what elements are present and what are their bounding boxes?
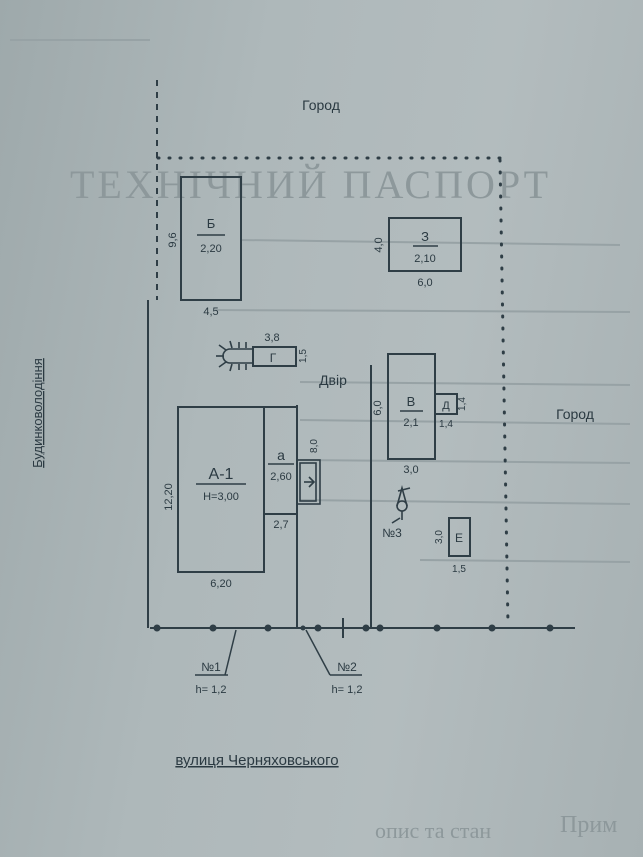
ghost-footer-right: Прим xyxy=(560,812,617,838)
gate-1-label: №1 xyxy=(201,660,221,674)
building-b-depth: 9,6 xyxy=(167,232,179,247)
building-d-width: 1,4 xyxy=(439,419,453,430)
building-b-outline xyxy=(180,176,242,301)
building-z-width: 6,0 xyxy=(417,277,432,289)
gate-1-height: h= 1,2 xyxy=(196,684,227,696)
building-d-outline xyxy=(434,393,458,415)
building-a1: А-1 Н=3,00 6,20 12,20 xyxy=(163,406,265,590)
building-v-width: 3,0 xyxy=(403,464,418,476)
building-e-width: 1,5 xyxy=(452,564,466,575)
yard-label: Двір xyxy=(319,372,347,388)
building-z-area: 2,10 xyxy=(414,253,435,265)
building-a1-height: Н=3,00 xyxy=(203,491,239,503)
building-a1-depth: 12,20 xyxy=(163,483,175,511)
building-b-area: 2,20 xyxy=(200,243,221,255)
building-e-outline xyxy=(448,517,471,557)
neighbor-property-label: Будинковолодіння xyxy=(30,358,45,468)
ghost-title: ТЕХНІЧНИЙ ПАСПОРТ xyxy=(70,162,551,207)
building-b-width: 4,5 xyxy=(203,306,218,318)
building-e-name: Е xyxy=(455,531,463,545)
gate-2-label: №2 xyxy=(337,660,357,674)
ghost-lines xyxy=(10,39,631,563)
well-label: №3 xyxy=(382,526,402,540)
building-v: В 2,1 3,0 6,0 xyxy=(372,353,436,476)
building-d: Д 1,4 1,4 xyxy=(434,393,468,430)
building-v-name: В xyxy=(407,394,416,409)
garden-right-label: Город xyxy=(556,406,594,422)
building-z: З 2,10 6,0 4,0 xyxy=(373,217,462,289)
building-v-depth: 6,0 xyxy=(372,400,384,415)
bush-icon xyxy=(216,340,253,372)
building-g-outline xyxy=(252,346,297,367)
extension-a-name: а xyxy=(277,447,285,463)
ghost-footer-left: опис та стан xyxy=(375,818,491,843)
building-g: Г 3,8 1,5 xyxy=(216,332,309,372)
gate-2: №2 h= 1,2 xyxy=(305,629,363,696)
building-z-outline xyxy=(388,217,462,272)
building-d-depth: 1,4 xyxy=(457,397,468,411)
building-g-depth: 1,5 xyxy=(298,349,309,363)
extension-a: а 2,60 2,7 8,0 xyxy=(264,406,321,531)
building-g-name: Г xyxy=(270,351,277,365)
building-a1-outline xyxy=(177,406,265,573)
building-v-area: 2,1 xyxy=(403,417,418,429)
building-d-name: Д xyxy=(442,400,450,412)
building-z-depth: 4,0 xyxy=(373,237,385,252)
well-icon xyxy=(391,485,411,524)
right-boundary-dotted xyxy=(498,158,510,627)
extension-a-depth: 8,0 xyxy=(309,439,320,453)
building-e: Е 1,5 3,0 xyxy=(434,517,471,575)
building-b: Б 2,20 4,5 9,6 xyxy=(167,176,242,318)
building-e-depth: 3,0 xyxy=(434,530,445,544)
extension-a-width: 2,7 xyxy=(273,519,288,531)
gate-2-height: h= 1,2 xyxy=(332,684,363,696)
garden-top-label: Город xyxy=(302,97,340,113)
building-z-name: З xyxy=(421,229,429,244)
building-g-width: 3,8 xyxy=(264,332,279,344)
well: №3 xyxy=(382,485,411,540)
street-label: вулиця Черняховського xyxy=(175,752,338,769)
porch-icon xyxy=(296,459,321,505)
fence-posts xyxy=(153,624,554,632)
extension-a-area: 2,60 xyxy=(270,471,291,483)
building-a1-name: А-1 xyxy=(209,466,234,483)
gate-1: №1 h= 1,2 xyxy=(195,629,237,696)
building-a1-width: 6,20 xyxy=(210,578,231,590)
building-b-name: Б xyxy=(207,216,216,231)
